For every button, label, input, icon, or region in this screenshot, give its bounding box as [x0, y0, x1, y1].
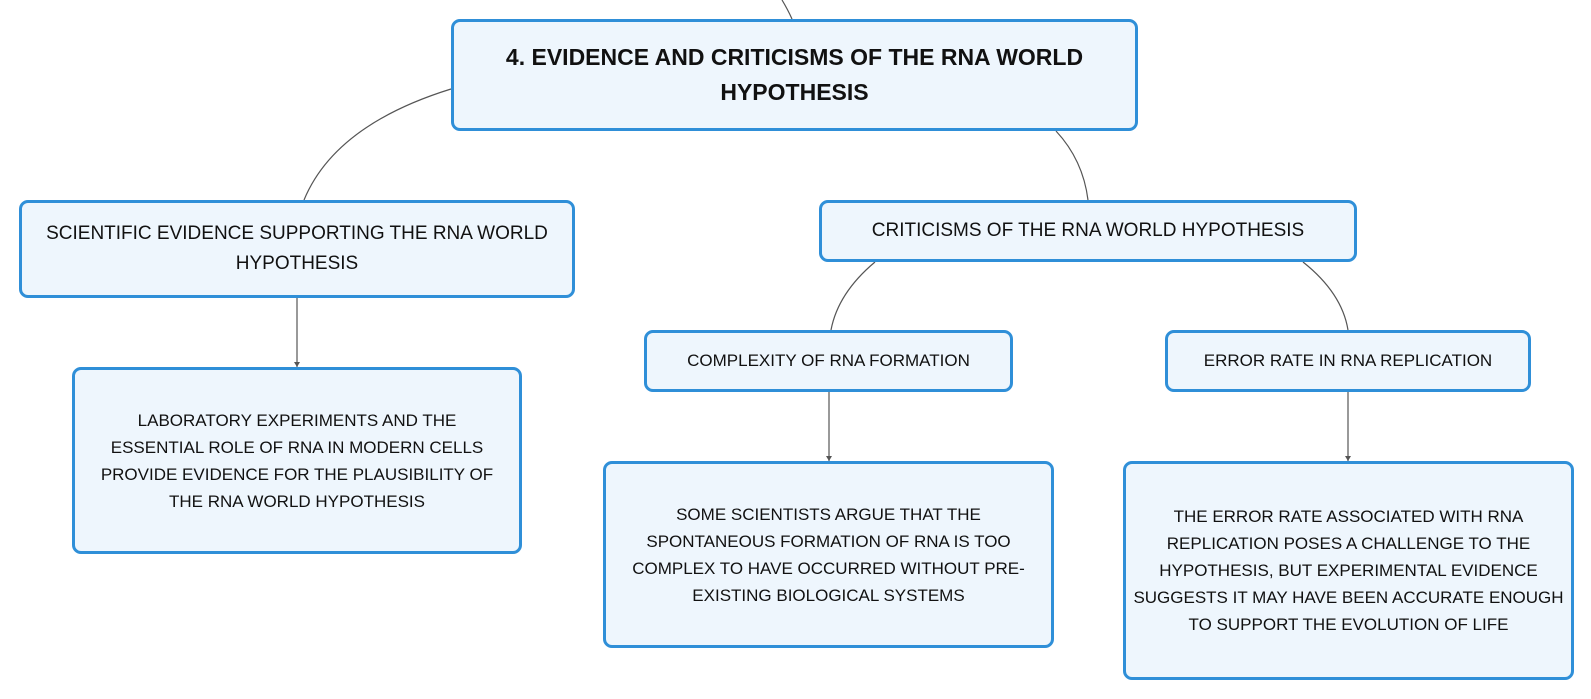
- arrowhead-complexity-detail: [826, 456, 832, 461]
- evidence-detail-text: LABORATORY EXPERIMENTS AND THE ESSENTIAL…: [100, 410, 494, 511]
- complexity-detail-text: SOME SCIENTISTS ARGUE THAT THE SPONTANEO…: [632, 504, 1025, 605]
- error-rate-detail-node[interactable]: THE ERROR RATE ASSOCIATED WITH RNA REPLI…: [1123, 461, 1574, 680]
- connector-root-to-evidence: [303, 88, 452, 201]
- arrowhead-error-detail: [1345, 456, 1351, 461]
- connector-criticisms-to-complexity: [830, 261, 876, 331]
- arrowhead-evidence-detail: [294, 362, 300, 367]
- criticisms-topic-title: CRITICISMS OF THE RNA WORLD HYPOTHESIS: [871, 220, 1305, 241]
- complexity-topic-title: COMPLEXITY OF RNA FORMATION: [687, 351, 970, 370]
- complexity-detail-node[interactable]: SOME SCIENTISTS ARGUE THAT THE SPONTANEO…: [603, 461, 1054, 648]
- complexity-topic-node[interactable]: COMPLEXITY OF RNA FORMATION: [644, 330, 1013, 392]
- connector-parent-to-root: [781, 0, 793, 20]
- evidence-topic-title: SCIENTIFIC EVIDENCE SUPPORTING THE RNA W…: [46, 223, 548, 274]
- connector-criticisms-to-error: [1302, 261, 1349, 331]
- error-rate-topic-title: ERROR RATE IN RNA REPLICATION: [1203, 351, 1493, 370]
- error-rate-topic-node[interactable]: ERROR RATE IN RNA REPLICATION: [1165, 330, 1531, 392]
- root-topic-title: 4. EVIDENCE AND CRITICISMS OF THE RNA WO…: [505, 44, 1084, 105]
- evidence-topic-node[interactable]: SCIENTIFIC EVIDENCE SUPPORTING THE RNA W…: [19, 200, 575, 298]
- error-rate-detail-text: THE ERROR RATE ASSOCIATED WITH RNA REPLI…: [1133, 507, 1564, 634]
- criticisms-topic-node[interactable]: CRITICISMS OF THE RNA WORLD HYPOTHESIS: [819, 200, 1357, 262]
- root-topic-node[interactable]: 4. EVIDENCE AND CRITICISMS OF THE RNA WO…: [451, 19, 1138, 131]
- connector-root-to-criticisms: [1055, 130, 1089, 201]
- evidence-detail-node[interactable]: LABORATORY EXPERIMENTS AND THE ESSENTIAL…: [72, 367, 522, 554]
